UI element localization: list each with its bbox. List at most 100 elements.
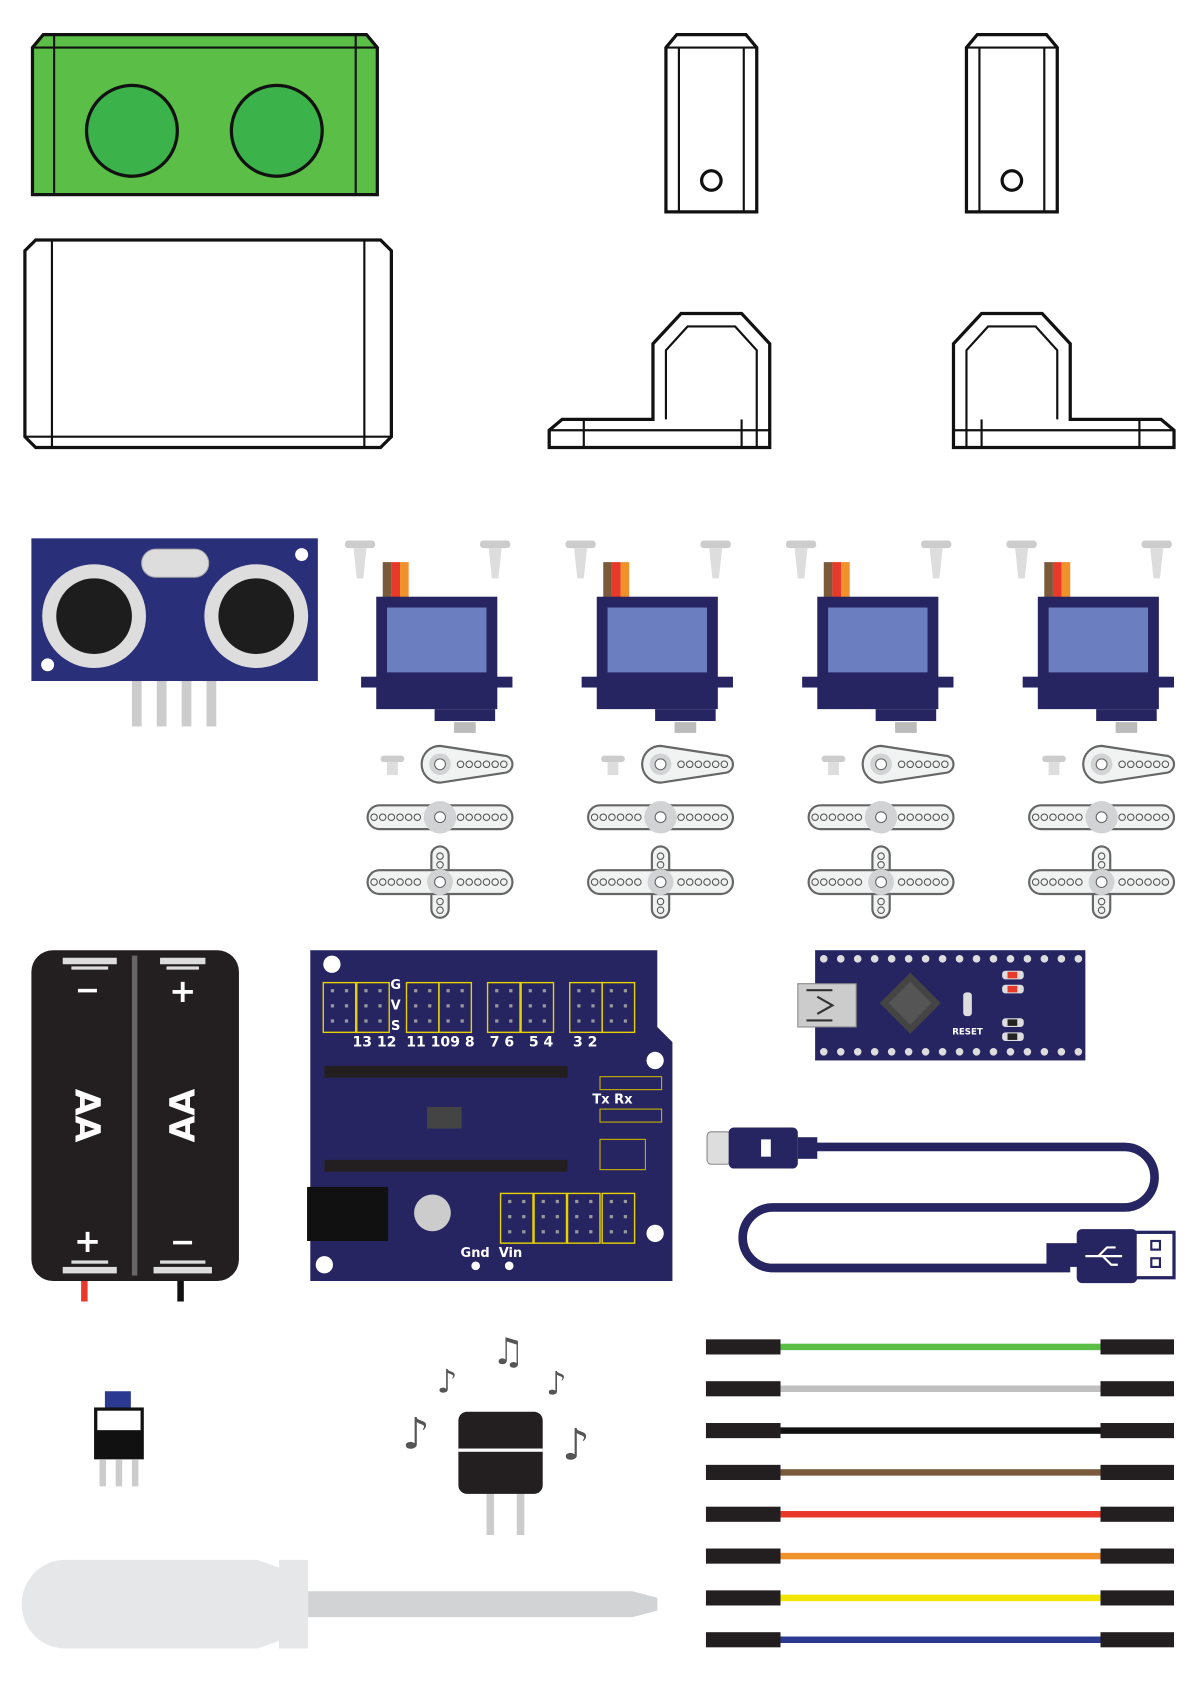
- nano-pin: [836, 1048, 845, 1056]
- jumper-wire-orange: [705, 1548, 1175, 1564]
- servo-wire-orange: [1061, 562, 1071, 599]
- music-note-icon: ♪♪ ♫♪♪: [402, 1330, 590, 1470]
- servo-horn-single: [861, 744, 955, 784]
- screwdriver: [21, 1559, 658, 1649]
- l-bracket-2: [951, 311, 1176, 450]
- jumper-wire-red: [705, 1506, 1175, 1522]
- servo-wire-red: [391, 562, 401, 599]
- servo-label: [1048, 607, 1149, 673]
- jumper-wire-green: [705, 1339, 1175, 1355]
- servo-wire-orange: [620, 562, 630, 599]
- nano-pin: [938, 1048, 947, 1056]
- pin-header: [499, 1192, 534, 1244]
- servo-horn-cross: [366, 845, 514, 919]
- wire-connector-right: [1100, 1590, 1175, 1606]
- usb-icon: [1085, 1246, 1123, 1266]
- servo-gear: [674, 722, 697, 733]
- jumper-wire-brown: [705, 1464, 1175, 1480]
- nano-pin: [1040, 955, 1049, 963]
- servo-wire-brown: [823, 562, 833, 599]
- small-screw-icon: [601, 755, 625, 776]
- screw-icon: [1141, 540, 1172, 579]
- servo-wire-orange: [841, 562, 850, 599]
- jumper-wire-black: [705, 1423, 1175, 1439]
- nano-pin: [1057, 955, 1066, 963]
- wire-body: [780, 1511, 1101, 1518]
- nano-pin: [1023, 1048, 1032, 1056]
- servo-horn-single: [641, 744, 735, 784]
- servo-kit: [344, 540, 514, 919]
- nano-pin: [870, 955, 879, 963]
- servo-horn-double: [1028, 801, 1176, 834]
- ultrasonic-sensor: [31, 538, 318, 727]
- servo-kit: [1006, 540, 1176, 919]
- nano-pin: [887, 955, 896, 963]
- nano-pin: [972, 955, 981, 963]
- nano-pin: [938, 955, 947, 963]
- nano-pin: [887, 1048, 896, 1056]
- pin-numbers-7-4: 7 6 5 4: [490, 1034, 554, 1050]
- buzzer: ♪♪ ♫♪♪: [402, 1330, 590, 1536]
- battery-minus-bottom: −: [170, 1225, 195, 1260]
- pin-numbers-13-8: 13 12 11 109 8: [352, 1034, 474, 1050]
- servo-horn-single: [1082, 744, 1176, 784]
- wire-body: [780, 1636, 1101, 1644]
- servo-horn-double: [587, 801, 735, 834]
- jumper-wires: [705, 1339, 1175, 1648]
- pin-v-label: V: [391, 999, 401, 1014]
- pin-header: [601, 1192, 636, 1244]
- sensor-hole-left: [84, 83, 179, 178]
- battery-holder: − + + − AA AA: [31, 950, 239, 1302]
- jumper-wire-blue: [705, 1632, 1175, 1648]
- screw-icon: [565, 540, 596, 579]
- nano-pin: [904, 955, 913, 963]
- servo-wire-red: [1052, 562, 1062, 599]
- svg-text:♫: ♫: [492, 1330, 525, 1373]
- nano-pin: [1040, 1048, 1049, 1056]
- wire-body: [780, 1594, 1101, 1602]
- servo-horn-double: [366, 801, 514, 834]
- wire-connector-right: [1100, 1381, 1175, 1397]
- nano-pin: [819, 1048, 828, 1056]
- nano-pin: [1057, 1048, 1066, 1056]
- wire-connector-right: [1100, 1632, 1175, 1648]
- servo-label: [607, 607, 708, 673]
- servo-headers: [322, 981, 636, 1244]
- pin-header: [533, 1192, 568, 1244]
- nano-pin: [921, 1048, 930, 1056]
- servo-mount-tabs: [581, 676, 733, 688]
- nano-pin: [904, 1048, 913, 1056]
- servo-horn-cross: [587, 845, 735, 919]
- battery-label-right: AA: [164, 1089, 204, 1143]
- servo-mount-tabs: [1022, 676, 1175, 688]
- gnd-vin-label: Gnd Vin: [461, 1246, 523, 1261]
- small-screw-icon: [1042, 755, 1066, 776]
- wire-body: [780, 1343, 1101, 1351]
- pin-header: [438, 981, 473, 1034]
- green-sensor-bracket: [30, 32, 379, 197]
- nano-pin: [989, 1048, 998, 1056]
- svg-text:♪: ♪: [437, 1362, 458, 1400]
- screw-icon: [785, 540, 817, 579]
- nano-pin: [870, 1048, 879, 1056]
- nano-pin: [1023, 955, 1032, 963]
- servo-gear: [895, 722, 917, 733]
- battery-plus-top: +: [169, 972, 196, 1010]
- nano-pin: [853, 1048, 862, 1056]
- battery-plus-bottom: +: [74, 1222, 101, 1260]
- servo-kit: [565, 540, 735, 919]
- servo-wire-brown: [1044, 562, 1053, 599]
- pin-header: [566, 1192, 601, 1244]
- pin-header: [486, 981, 521, 1034]
- nano-pin: [1074, 955, 1083, 963]
- servo-wire-brown: [603, 562, 612, 599]
- wire-connector-left: [705, 1339, 781, 1355]
- wire-connector-right: [1100, 1548, 1175, 1564]
- wire-connector-left: [705, 1548, 781, 1564]
- servo-label: [828, 607, 928, 673]
- servo-gear: [1115, 722, 1138, 733]
- usb-cable: [706, 1127, 1176, 1284]
- tall-bracket-1: [664, 32, 759, 214]
- servo-gear: [454, 722, 476, 733]
- servo-wire-orange: [400, 562, 409, 599]
